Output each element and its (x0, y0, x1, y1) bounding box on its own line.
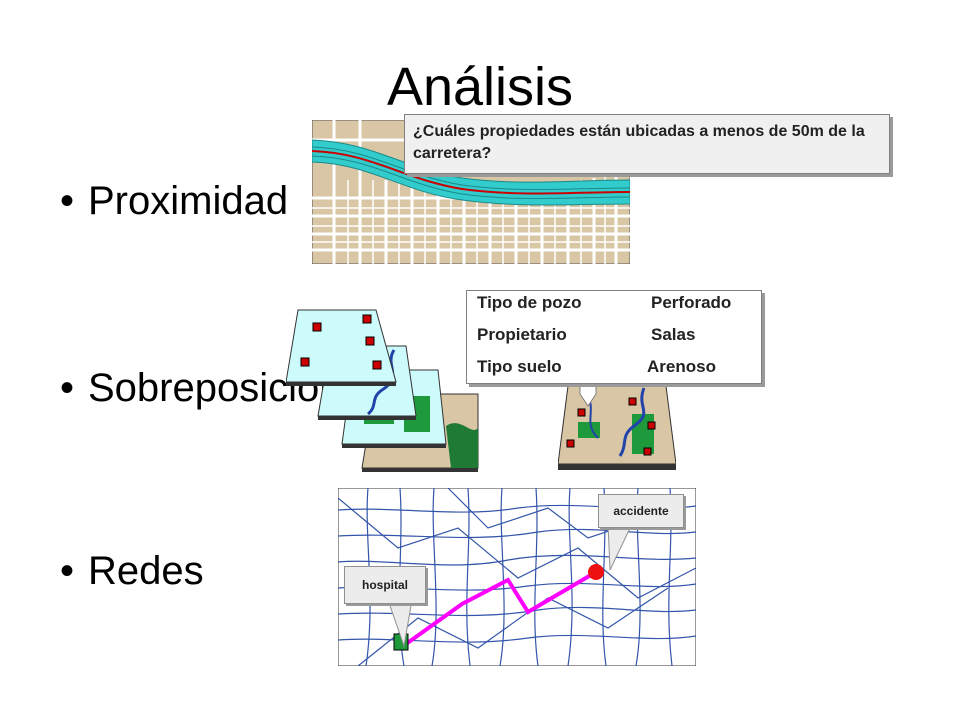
attribute-field: Propietario (477, 325, 567, 344)
overlay-result-map (558, 385, 676, 470)
accident-label: accidente (598, 494, 684, 528)
attribute-callout-pointer (579, 382, 597, 407)
attribute-row: Propietario (477, 325, 567, 345)
attribute-field: Tipo de pozo (477, 293, 582, 312)
bullet-proximidad: • Proximidad (60, 178, 288, 224)
hospital-label: hospital (344, 566, 426, 604)
hospital-label-pointer (387, 600, 413, 648)
overlay-layer-stack (286, 309, 479, 472)
proximity-question-text: ¿Cuáles propiedades están ubicadas a men… (413, 123, 865, 162)
bullet-dot: • (60, 366, 75, 410)
proximity-map (312, 120, 630, 264)
bullet-dot: • (60, 179, 75, 223)
attribute-value: Salas (651, 325, 696, 344)
accident-label-pointer (607, 524, 633, 571)
proximity-question-callout: ¿Cuáles propiedades están ubicadas a men… (404, 114, 890, 174)
attribute-row: Tipo de pozo (477, 293, 582, 313)
accident-label-text: accidente (613, 504, 669, 518)
slide-title: Análisis (386, 57, 574, 117)
bullet-label: Redes (88, 549, 204, 593)
attribute-field: Tipo suelo (477, 357, 562, 376)
bullet-redes: • Redes (60, 548, 204, 594)
attribute-value: Arenoso (647, 357, 716, 376)
attribute-row: Tipo suelo (477, 357, 562, 377)
bullet-label: Proximidad (88, 179, 289, 223)
attribute-table-callout: Tipo de pozo Perforado Propietario Salas… (466, 290, 762, 384)
bullet-dot: • (60, 549, 75, 593)
attribute-value: Perforado (651, 293, 732, 312)
hospital-label-text: hospital (361, 578, 408, 592)
